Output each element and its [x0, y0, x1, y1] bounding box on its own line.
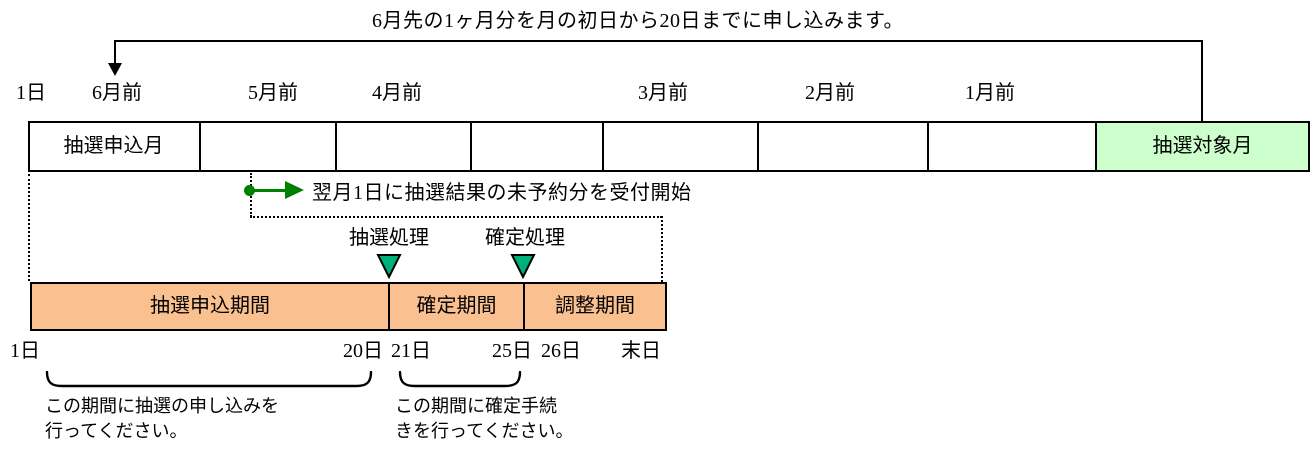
month-label-1-before: 1月前	[965, 82, 1015, 104]
confirm-marker-icon	[510, 254, 536, 280]
month-label-5-before: 5月前	[248, 82, 298, 104]
month-cell-divider	[199, 123, 201, 170]
dotted-line-horizontal	[250, 216, 662, 218]
month-cell-divider	[335, 123, 337, 170]
application-period-brace	[45, 371, 373, 388]
date-label-20: 20日	[343, 340, 383, 362]
month-cell-divider	[927, 123, 929, 170]
period-row	[30, 282, 667, 331]
lottery-marker-icon	[376, 254, 402, 280]
dotted-line-right	[661, 216, 663, 282]
application-month-label: 抽選申込月	[63, 135, 164, 157]
month-cell-divider	[470, 123, 472, 170]
period-divider	[523, 284, 525, 329]
month-label-3-before: 3月前	[638, 82, 688, 104]
confirmation-footnote: この期間に確定手続 きを行ってください。	[395, 394, 574, 444]
date-label-21: 21日	[391, 340, 431, 362]
confirmation-period-label: 確定期間	[416, 295, 497, 317]
lottery-process-label: 抽選処理	[349, 227, 429, 249]
application-footnote-line1: この期間に抽選の申し込みを	[45, 396, 279, 416]
target-month-label: 抽選対象月	[1152, 135, 1253, 157]
adjustment-period-label: 調整期間	[555, 295, 635, 317]
month-label-day1: 1日	[16, 82, 46, 104]
date-label-last: 末日	[621, 340, 661, 362]
application-footnote: この期間に抽選の申し込みを 行ってください。	[45, 394, 279, 444]
date-label-25: 25日	[492, 340, 532, 362]
month-cell-divider	[602, 123, 604, 170]
period-divider	[388, 284, 390, 329]
date-label-26: 26日	[541, 340, 581, 362]
month-cell-divider	[757, 123, 759, 170]
month-cell-divider	[1095, 123, 1097, 170]
confirmation-period-brace	[398, 371, 522, 388]
month-label-2-before: 2月前	[805, 82, 855, 104]
application-footnote-line2: 行ってください。	[45, 421, 188, 441]
top-deadline-note: 6月先の1ヶ月分を月の初日から20日までに申し込みます。	[372, 10, 904, 32]
top-bracket-arrow-stem	[114, 40, 116, 64]
top-bracket-line	[114, 40, 1203, 42]
application-period-label: 抽選申込期間	[150, 295, 270, 317]
dotted-line-left	[28, 174, 30, 281]
month-label-4-before: 4月前	[372, 82, 422, 104]
start-dot-icon	[244, 185, 255, 196]
top-bracket-right-drop	[1201, 40, 1203, 121]
month-label-6-before: 6月前	[92, 82, 142, 104]
confirmation-footnote-line1: この期間に確定手続	[395, 396, 557, 416]
right-arrow-icon	[285, 181, 304, 199]
down-arrow-icon	[108, 63, 122, 76]
date-label-1: 1日	[10, 340, 40, 362]
green-arrow-shaft	[252, 189, 286, 192]
reception-start-note: 翌月1日に抽選結果の未予約分を受付開始	[312, 182, 692, 204]
target-month-cell	[1097, 123, 1308, 170]
confirm-process-label: 確定処理	[485, 227, 565, 249]
confirmation-footnote-line2: きを行ってください。	[395, 421, 574, 441]
